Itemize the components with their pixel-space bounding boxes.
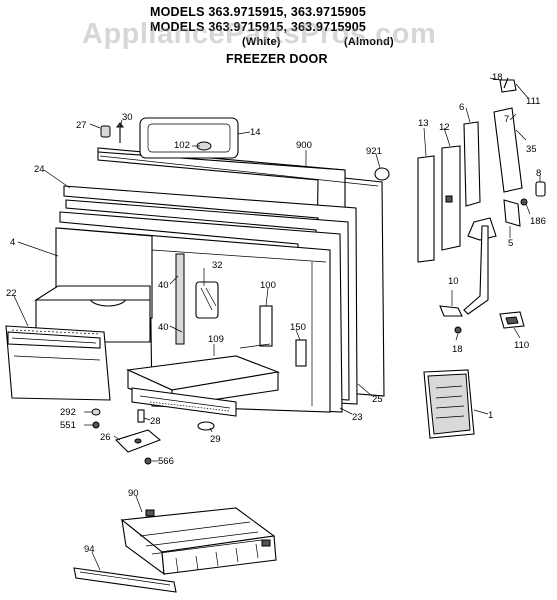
- label-part-90: 90: [128, 488, 139, 499]
- label-part-40-lower: 40: [158, 322, 169, 333]
- label-part-4: 4: [10, 237, 15, 248]
- lower-hinge: [439, 77, 525, 334]
- label-part-40: 40: [158, 280, 169, 291]
- label-part-22: 22: [6, 288, 17, 299]
- label-part-292: 292: [60, 407, 76, 418]
- label-part-18-lower: 18: [452, 344, 463, 355]
- label-part-26: 26: [100, 432, 111, 443]
- models-heading: MODELS 363.9715915, 363.9715905: [150, 5, 367, 19]
- front-panel: [5, 325, 111, 401]
- label-part-109: 109: [208, 334, 224, 345]
- label-part-25: 25: [372, 394, 383, 405]
- label-part-7: 7: [504, 114, 509, 125]
- label-part-10: 10: [448, 276, 459, 287]
- color-almond-label: (Almond): [344, 36, 394, 48]
- site-watermark: AppliancePartsPros.com: [82, 18, 437, 50]
- label-part-5: 5: [508, 238, 513, 249]
- label-part-18: 18: [492, 72, 503, 83]
- label-part-186: 186: [530, 216, 546, 227]
- label-part-551: 551: [60, 420, 76, 431]
- models-heading-duplicate: MODELS 363.9715915, 363.9715905: [150, 20, 367, 34]
- label-part-921: 921: [366, 146, 382, 157]
- label-part-900: 900: [296, 140, 312, 151]
- top-trim-handle: [139, 117, 239, 159]
- label-part-23: 23: [352, 412, 363, 423]
- color-white-label: (White): [242, 36, 281, 48]
- label-part-150: 150: [290, 322, 306, 333]
- door-bin-tray: [126, 355, 281, 417]
- label-part-102: 102: [174, 140, 190, 151]
- leader-lines: [13, 77, 541, 571]
- freezer-basket: [73, 507, 277, 593]
- label-part-110: 110: [514, 340, 529, 351]
- label-part-6: 6: [459, 102, 464, 113]
- label-part-8: 8: [536, 168, 541, 179]
- label-part-100: 100: [260, 280, 276, 291]
- label-part-27: 27: [76, 120, 87, 131]
- owners-manual: [423, 369, 475, 439]
- label-part-94: 94: [84, 544, 95, 555]
- label-part-1: 1: [488, 410, 493, 421]
- label-part-35: 35: [526, 144, 537, 155]
- label-part-28: 28: [150, 416, 161, 427]
- label-part-29: 29: [210, 434, 221, 445]
- label-part-32: 32: [212, 260, 223, 271]
- diagram-title: FREEZER DOOR: [226, 52, 328, 66]
- label-part-14: 14: [250, 127, 261, 138]
- part-labels: 18 111 13 12 6 7 35 8 186 5 10 18 110 1 …: [6, 72, 546, 555]
- label-part-24: 24: [34, 164, 45, 175]
- label-part-13: 13: [418, 118, 429, 129]
- label-part-566: 566: [158, 456, 174, 467]
- hinge-assembly: [417, 79, 546, 315]
- small-fasteners: [100, 122, 390, 181]
- label-part-12: 12: [439, 122, 450, 133]
- label-part-111: 111: [526, 96, 540, 107]
- label-part-30: 30: [122, 112, 133, 123]
